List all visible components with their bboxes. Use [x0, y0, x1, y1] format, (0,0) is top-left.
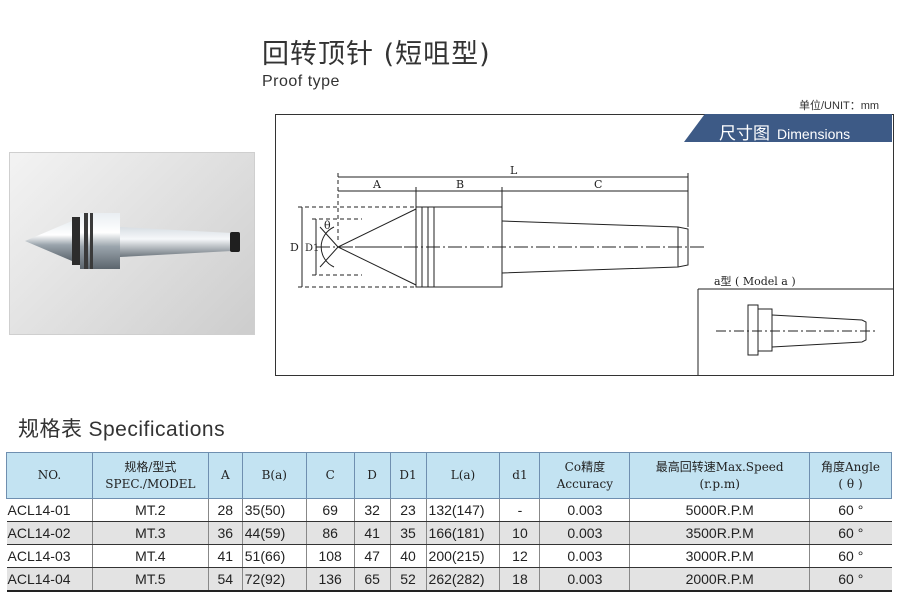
table-cell: 3000R.P.M	[629, 544, 810, 568]
table-cell: 132(147)	[425, 498, 500, 522]
table-cell: 65	[353, 567, 391, 592]
product-photo	[9, 152, 255, 335]
specs-title-en: Specifications	[88, 418, 226, 441]
table-cell: 60 °	[809, 498, 892, 522]
dimensions-header-text: 尺寸图 Dimensions	[719, 119, 850, 144]
table-cell: 28	[207, 498, 243, 522]
table-cell: ACL14-02	[6, 521, 93, 545]
table-cell: 41	[207, 544, 243, 568]
column-header: D1	[389, 452, 427, 499]
table-cell: MT.4	[91, 544, 209, 568]
table-row: ACL14-03 MT.4 41 51(66) 108 47 40 200(21…	[6, 544, 892, 568]
table-cell: MT.5	[91, 567, 209, 592]
dimensions-title-en: Dimensions	[777, 126, 851, 142]
table-cell: 23	[389, 498, 427, 522]
dimensions-header-bar	[684, 114, 892, 142]
table-cell: 200(215)	[425, 544, 500, 568]
dim-label-b: B	[456, 178, 464, 191]
dim-label-a: A	[372, 178, 382, 191]
dim-label-l: L	[510, 164, 518, 177]
dim-label-theta: θ	[324, 219, 331, 232]
table-cell: 72(92)	[241, 567, 307, 592]
table-cell: 0.003	[539, 498, 630, 522]
model-a-label: a型 ( Model a )	[714, 274, 796, 288]
table-cell: 47	[353, 544, 391, 568]
dimensions-header: 尺寸图 Dimensions	[684, 114, 892, 144]
table-cell: 0.003	[539, 544, 630, 568]
table-cell: 262(282)	[425, 567, 500, 592]
table-cell: 60 °	[809, 544, 892, 568]
column-header: C	[305, 452, 355, 499]
table-cell: 3500R.P.M	[629, 521, 810, 545]
unit-label: 单位/UNIT：mm	[799, 100, 880, 112]
table-cell: MT.2	[91, 498, 209, 522]
dim-label-d: D	[290, 241, 299, 254]
table-cell: 60 °	[809, 567, 892, 592]
table-cell: 10	[499, 521, 540, 545]
table-cell: 32	[353, 498, 391, 522]
column-header: L(a)	[425, 452, 501, 499]
table-cell: 2000R.P.M	[629, 567, 810, 592]
table-row: ACL14-01 MT.2 28 35(50) 69 32 23 132(147…	[6, 498, 892, 522]
table-cell: 108	[305, 544, 355, 568]
table-cell: 60 °	[809, 521, 892, 545]
table-row: ACL14-04 MT.5 54 72(92) 136 65 52 262(28…	[6, 567, 892, 592]
column-header: A	[207, 452, 243, 499]
column-header: 最高回转速Max.Speed(r.p.m)	[629, 452, 811, 499]
table-row: ACL14-02 MT.3 36 44(59) 86 41 35 166(181…	[6, 521, 892, 545]
dimension-drawing: A B C L D D1 θ a型 ( Model a )	[275, 114, 894, 376]
dimensions-title-zh: 尺寸图	[719, 124, 770, 144]
table-cell: 18	[499, 567, 540, 592]
dim-label-d1: D1	[305, 243, 319, 254]
table-cell: MT.3	[91, 521, 209, 545]
dim-label-c: C	[594, 178, 602, 191]
table-cell: 0.003	[539, 521, 630, 545]
table-cell: 41	[353, 521, 391, 545]
table-cell: 136	[305, 567, 355, 592]
table-cell: 69	[305, 498, 355, 522]
table-cell: 12	[499, 544, 540, 568]
column-header: 角度Angle( θ )	[809, 452, 892, 499]
table-cell: 35	[389, 521, 427, 545]
table-cell: -	[499, 498, 540, 522]
table-cell: 36	[207, 521, 243, 545]
column-header: D	[353, 452, 391, 499]
table-cell: ACL14-01	[6, 498, 93, 522]
table-cell: 54	[207, 567, 243, 592]
specs-title-zh: 规格表	[18, 417, 83, 441]
table-cell: ACL14-03	[6, 544, 93, 568]
column-header: NO.	[6, 452, 93, 499]
table-cell: ACL14-04	[6, 567, 93, 592]
table-cell: 86	[305, 521, 355, 545]
column-header: d1	[499, 452, 541, 499]
table-cell: 166(181)	[425, 521, 500, 545]
table-cell: 51(66)	[241, 544, 307, 568]
page-title: 回转顶针 (短咀型)	[262, 39, 491, 70]
table-cell: 40	[389, 544, 427, 568]
column-header: B(a)	[241, 452, 307, 499]
live-center-image	[25, 213, 240, 269]
dimension-diagram: A B C L D D1 θ a型 ( Model a )	[290, 164, 893, 375]
table-cell: 5000R.P.M	[629, 498, 810, 522]
page-subtitle: Proof type	[262, 73, 340, 90]
table-cell: 0.003	[539, 567, 630, 592]
table-cell: 52	[389, 567, 427, 592]
table-cell: 44(59)	[241, 521, 307, 545]
table-cell: 35(50)	[241, 498, 307, 522]
